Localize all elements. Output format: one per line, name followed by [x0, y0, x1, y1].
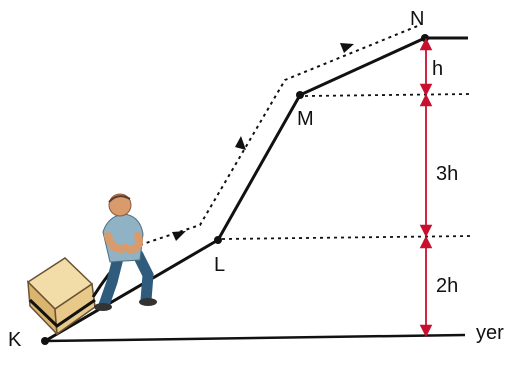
point-k-label: K	[8, 329, 22, 351]
guide-l-level	[221, 235, 473, 240]
trajectory-arrowhead-3	[340, 43, 354, 53]
height-label-3h: 3h	[436, 163, 458, 185]
point-m-dot	[296, 91, 304, 99]
guide-m-level	[304, 93, 473, 97]
point-l-label: L	[214, 254, 225, 276]
height-label-h: h	[432, 58, 443, 80]
height-label-2h: 2h	[436, 275, 458, 297]
point-m-label: M	[297, 108, 314, 130]
trajectory-arrowhead-1	[172, 231, 186, 241]
point-k-dot	[41, 337, 49, 345]
ground-line	[44, 333, 466, 343]
crate-icon	[26, 257, 96, 337]
point-l-dot	[214, 236, 222, 244]
point-n-label: N	[410, 8, 424, 30]
trajectory-arrowhead-2	[235, 136, 246, 150]
person-pushing-icon	[94, 193, 157, 311]
ground-label: yer	[476, 322, 504, 344]
point-n-dot	[421, 34, 429, 42]
dotted-trajectory	[139, 24, 421, 246]
